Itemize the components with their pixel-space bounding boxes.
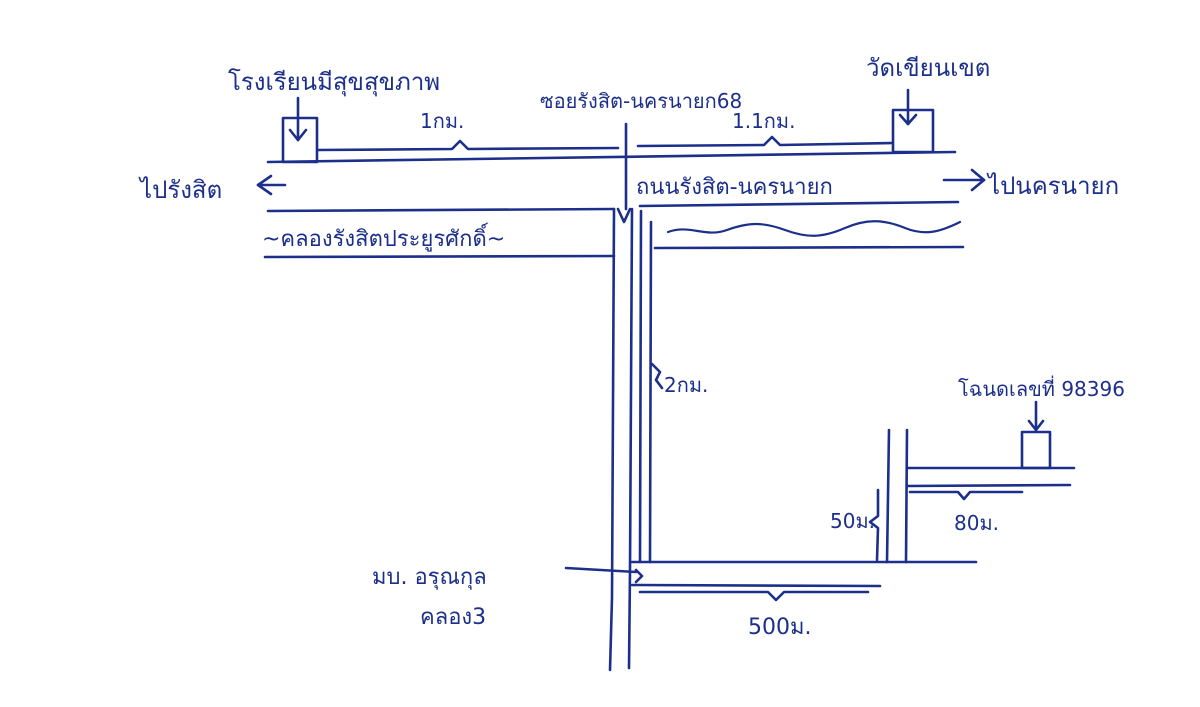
bottom-branch-road [564,560,978,602]
soi-vertical-road [608,207,664,672]
label-temple: วัดเขียนเขต [866,54,990,82]
temple-marker [891,88,935,154]
label-to-rangsit: ไปรังสิต [138,176,222,204]
arrow-left-rangsit [256,174,287,196]
main-road [266,150,960,213]
label-hospital: โรงเรียนมีสุขสุขภาพ [228,68,440,97]
plot-roads [868,428,1076,564]
label-dist-1-1km: 1.1กม. [732,109,795,133]
arrow-right-nakhon-nayok [942,168,986,192]
dimension-1-1km [636,135,894,148]
label-to-nakhon-nayok: ไปนครนายก [986,172,1119,200]
hospital-marker [281,96,319,164]
label-dist-50m: 50ม. [830,509,875,533]
label-canal-3: คลอง3 [420,605,486,630]
label-village: มบ. อรุณกุล [372,565,487,590]
label-deed: โฉนดเลขที่ 98396 [958,375,1125,401]
label-dist-500m: 500ม. [748,615,812,640]
deed-plot-marker [1020,400,1052,470]
label-road: ถนนรังสิต-นครนายก [636,175,833,200]
label-dist-1km: 1กม. [420,109,464,133]
label-dist-2km: 2กม. [664,373,708,397]
label-canal: ~คลองรังสิตประยูรศักดิ์~ [262,223,505,252]
label-dist-80m: 80ม. [954,511,999,535]
dimension-1km [316,139,620,152]
canal [263,220,965,259]
label-soi: ซอยรังสิต-นครนายก68 [540,89,742,113]
